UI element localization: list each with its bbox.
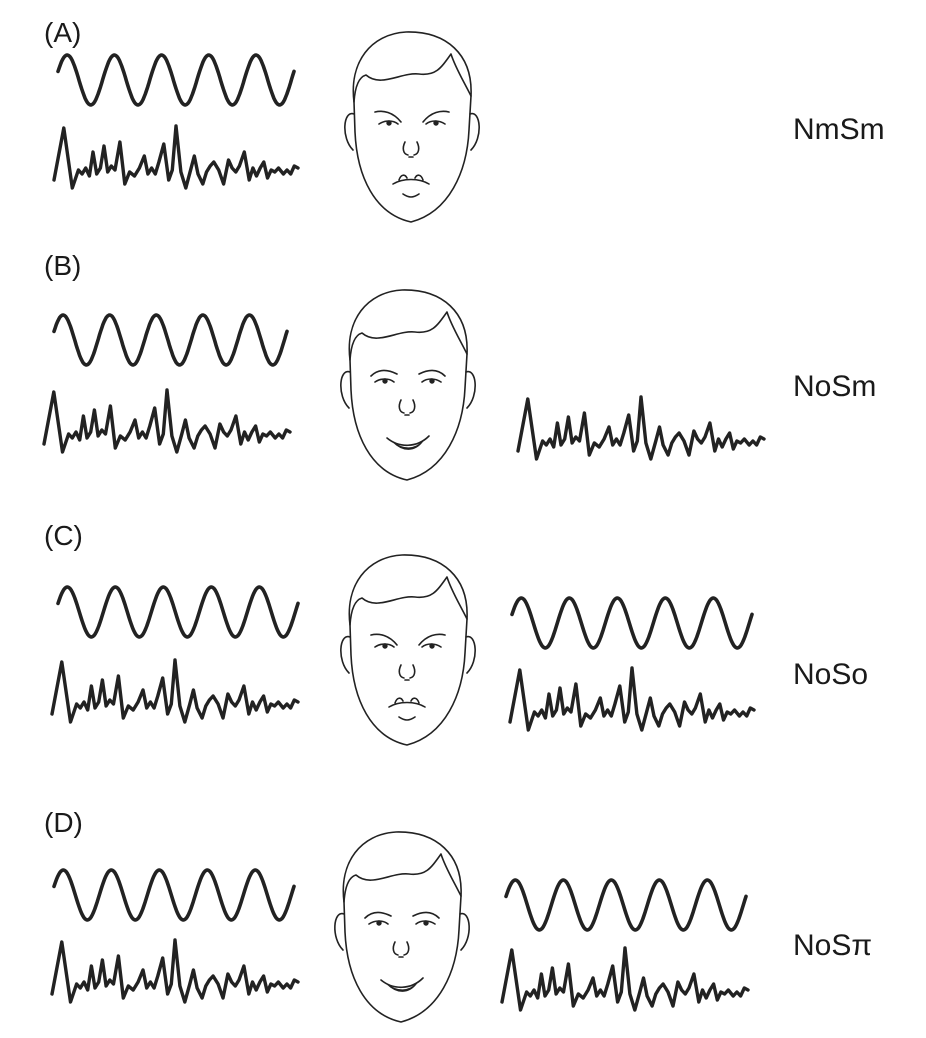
right-eyebrow <box>418 633 446 646</box>
frowning-mouth <box>388 697 426 721</box>
listener-face <box>340 554 476 746</box>
left-eyebrow <box>374 110 402 123</box>
condition-label: NoSm <box>793 370 876 403</box>
left-noise-wave <box>50 658 300 724</box>
panel-d: (D) NoSπ <box>44 807 872 1023</box>
left-pupil <box>382 378 388 384</box>
panel-a: (A) NmSm <box>44 17 885 223</box>
right-tone-wave <box>504 878 748 932</box>
left-pupil <box>382 643 388 649</box>
noise-path <box>500 946 750 1012</box>
head-outline <box>352 31 472 223</box>
right-eyebrow <box>422 110 450 123</box>
head-outline <box>348 554 468 746</box>
right-ear <box>459 913 470 951</box>
right-ear <box>465 371 476 409</box>
left-eyebrow <box>370 369 398 377</box>
panel-label: (C) <box>44 520 83 551</box>
left-ear <box>344 113 355 151</box>
nose <box>392 941 410 958</box>
panel-label: (B) <box>44 250 81 281</box>
listener-face <box>334 831 470 1023</box>
left-tone-wave <box>56 53 296 107</box>
panel-c: (C) NoSo <box>44 520 868 746</box>
panel-label: (A) <box>44 17 81 48</box>
left-ear <box>334 913 345 951</box>
hair-outline <box>349 576 468 626</box>
smiling-mouth-shade <box>392 440 424 450</box>
panel-b: (B) NoSm <box>42 250 876 481</box>
noise-path <box>50 938 300 1004</box>
left-noise-wave <box>50 938 300 1004</box>
right-pupil <box>423 920 429 926</box>
left-pupil <box>376 920 382 926</box>
noise-path <box>50 658 300 724</box>
right-noise-wave <box>508 666 756 732</box>
left-noise-wave <box>42 388 292 454</box>
smiling-mouth <box>380 977 424 989</box>
sine-tone-path <box>504 878 748 932</box>
right-noise-wave <box>516 395 766 461</box>
left-tone-wave <box>52 313 289 367</box>
panel-label: (D) <box>44 807 83 838</box>
right-eyebrow <box>412 911 440 919</box>
right-pupil <box>433 120 439 126</box>
head-outline <box>348 289 468 481</box>
right-pupil <box>429 643 435 649</box>
left-eyebrow <box>364 911 392 919</box>
left-ear <box>340 371 351 409</box>
smiling-mouth <box>386 435 430 447</box>
noise-path <box>52 124 300 190</box>
head-outline <box>342 831 462 1023</box>
noise-path <box>516 395 766 461</box>
left-eyebrow <box>370 633 398 646</box>
sine-tone-path <box>56 53 296 107</box>
right-ear <box>465 636 476 674</box>
sine-tone-path <box>56 585 300 639</box>
left-pupil <box>386 120 392 126</box>
noise-path <box>42 388 292 454</box>
condition-label: NoSo <box>793 658 868 691</box>
sine-tone-path <box>52 868 296 922</box>
condition-label: NmSm <box>793 113 885 146</box>
hair-outline <box>349 311 468 361</box>
hair-outline <box>343 853 462 903</box>
listener-face <box>344 31 480 223</box>
nose <box>398 399 416 416</box>
left-tone-wave <box>56 585 300 639</box>
condition-label: NoSπ <box>793 929 872 962</box>
noise-path <box>508 666 756 732</box>
smiling-mouth-shade <box>386 982 418 992</box>
listener-face <box>340 289 476 481</box>
right-tone-wave <box>510 596 754 650</box>
frowning-mouth <box>392 174 430 198</box>
left-ear <box>340 636 351 674</box>
nose <box>402 141 420 158</box>
hair-outline <box>353 53 472 103</box>
left-tone-wave <box>52 868 296 922</box>
sine-tone-path <box>510 596 754 650</box>
left-noise-wave <box>52 124 300 190</box>
right-eyebrow <box>418 369 446 377</box>
nose <box>398 664 416 681</box>
right-pupil <box>429 378 435 384</box>
right-noise-wave <box>500 946 750 1012</box>
sine-tone-path <box>52 313 289 367</box>
right-ear <box>469 113 480 151</box>
